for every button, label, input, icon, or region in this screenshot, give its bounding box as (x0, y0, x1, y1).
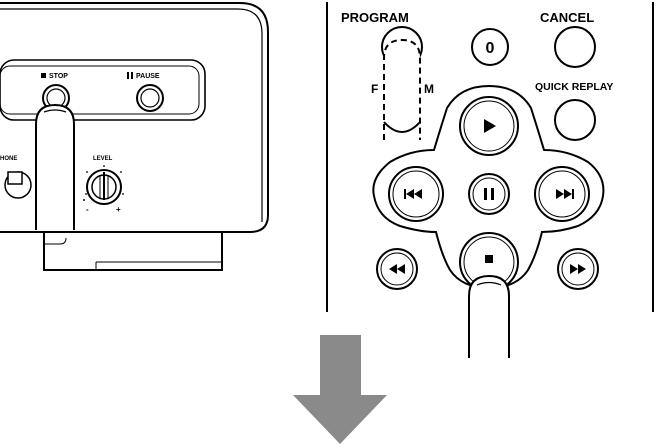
device-front-panel (0, 2, 269, 271)
play-icon (484, 119, 496, 133)
level-min-label: - (86, 205, 89, 214)
quick-replay-button[interactable] (554, 99, 596, 141)
phone-label: HONE (0, 156, 17, 162)
level-knob[interactable] (86, 169, 122, 205)
stop-icon (485, 255, 493, 263)
cancel-button[interactable] (554, 26, 596, 68)
fast-forward-icon (570, 264, 586, 274)
dashed-finger-icon (383, 38, 421, 140)
device-pause-button[interactable] (136, 84, 164, 112)
pause-bars-icon (127, 72, 133, 79)
fast-forward-button[interactable] (557, 248, 599, 290)
finger-press-icon (35, 103, 75, 230)
program-label: PROGRAM (341, 10, 409, 25)
pause-label: PAUSE (136, 73, 160, 80)
level-scale-ticks (83, 165, 124, 201)
rewind-icon (389, 264, 405, 274)
stop-label: STOP (49, 73, 68, 80)
level-label: LEVEL (93, 156, 113, 162)
skip-forward-icon (556, 189, 574, 199)
rewind-button[interactable] (376, 248, 418, 290)
zero-label: 0 (486, 40, 495, 57)
play-button[interactable] (459, 96, 519, 156)
skip-back-button[interactable] (388, 166, 444, 222)
hidden-label-right: M (424, 82, 434, 96)
remote-body-lines (326, 2, 654, 312)
remote-pause-button[interactable] (468, 173, 510, 215)
quick-replay-label: QUICK REPLAY (535, 81, 613, 93)
level-max-label: + (116, 205, 121, 214)
hidden-label-left: F (371, 82, 378, 96)
down-arrow-icon (293, 335, 387, 444)
remote-finger-press-icon (468, 274, 510, 358)
hidden-button-arc (383, 121, 421, 133)
cancel-label: CANCEL (540, 10, 594, 25)
phone-jack-icon (4, 171, 32, 199)
pause-icon (484, 188, 494, 200)
zero-button[interactable] (471, 28, 509, 66)
stop-square-icon (41, 73, 46, 78)
skip-forward-button[interactable] (534, 166, 590, 222)
skip-back-icon (404, 189, 422, 199)
